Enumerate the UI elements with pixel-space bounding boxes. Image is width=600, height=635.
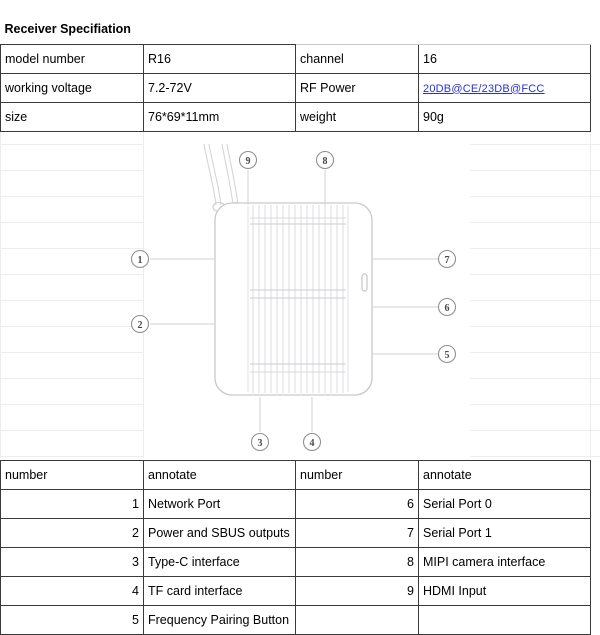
title-blank-cell-2 [418,14,591,45]
callout-5: 5 [437,344,457,364]
spec-value-channel: 16 [418,44,592,74]
table-row: 4 TF card interface 9 HDMI Input [0,576,591,606]
callout-group: 1 2 3 4 5 6 7 8 9 [130,150,457,452]
spec-label-size: size [0,102,144,132]
svg-text:1: 1 [138,255,143,266]
legend-annotate: Serial Port 1 [418,518,591,548]
legend-annotate: TF card interface [143,576,296,606]
callout-9: 9 [238,150,258,170]
spreadsheet-canvas: Receiver Specifiation model number R16 c… [0,14,600,635]
legend-number: 4 [0,576,144,606]
callout-2: 2 [130,314,150,334]
spec-label-rf-power: RF Power [295,73,420,103]
legend-annotate: MIPI camera interface [418,547,591,577]
spec-value-rf-power-cell: 20DB@CE/23DB@FCC [418,73,592,103]
legend-header-annotate-1: annotate [143,460,296,490]
svg-text:3: 3 [258,438,263,449]
callout-8: 8 [315,150,335,170]
svg-text:8: 8 [323,156,328,167]
pairing-button-slot [361,273,368,292]
spec-table-title: Receiver Specifiation [0,14,296,45]
callout-legend-table: number annotate number annotate 1 Networ… [0,460,591,635]
legend-header-annotate-2: annotate [418,460,591,490]
callout-1: 1 [130,249,150,269]
legend-annotate: HDMI Input [418,576,591,606]
svg-text:5: 5 [445,350,450,361]
spec-value-model-number: R16 [142,44,297,74]
legend-number: 8 [295,547,419,577]
legend-annotate: Serial Port 0 [418,489,591,519]
callout-4: 4 [302,432,322,452]
legend-annotate: Frequency Pairing Button [143,605,296,635]
svg-text:4: 4 [310,438,315,449]
legend-header-number-2: number [295,460,419,490]
legend-empty-cell-1 [295,605,419,635]
table-row: 3 Type-C interface 8 MIPI camera interfa… [0,547,591,577]
legend-number: 2 [0,518,144,548]
table-row: size 76*69*11mm weight 90g [0,102,592,132]
callout-6: 6 [437,297,457,317]
spec-value-working-voltage: 7.2-72V [142,73,297,103]
legend-number: 9 [295,576,419,606]
table-header-row: number annotate number annotate [0,460,591,490]
device-body [214,202,373,396]
spec-value-weight: 90g [418,102,592,132]
legend-annotate: Network Port [143,489,296,519]
table-row: 5 Frequency Pairing Button [0,605,591,635]
rf-power-link[interactable]: 20DB@CE/23DB@FCC [423,82,545,95]
legend-annotate: Type-C interface [143,547,296,577]
legend-annotate: Power and SBUS outputs [143,518,296,548]
callout-7: 7 [437,249,457,269]
table-row: working voltage 7.2-72V RF Power 20DB@CE… [0,73,592,103]
legend-empty-cell-2 [418,605,591,635]
legend-number: 5 [0,605,144,635]
legend-header-number-1: number [0,460,144,490]
svg-text:9: 9 [246,156,251,167]
legend-number: 1 [0,489,144,519]
svg-text:6: 6 [445,303,450,314]
table-row: 2 Power and SBUS outputs 7 Serial Port 1 [0,518,591,548]
spec-value-size: 76*69*11mm [142,102,297,132]
callout-3: 3 [250,432,270,452]
svg-text:7: 7 [445,255,450,266]
spec-label-working-voltage: working voltage [0,73,144,103]
spec-label-weight: weight [295,102,420,132]
title-blank-cell-1 [295,14,419,45]
receiver-specification-table: Receiver Specifiation model number R16 c… [0,14,592,132]
receiver-module-diagram: 1 2 3 4 5 6 7 8 9 [120,132,480,462]
table-row: model number R16 channel 16 [0,44,592,74]
table-row: 1 Network Port 6 Serial Port 0 [0,489,591,519]
svg-text:2: 2 [138,320,143,331]
table-title-row: Receiver Specifiation [0,14,591,45]
legend-number: 3 [0,547,144,577]
legend-number: 7 [295,518,419,548]
legend-number: 6 [295,489,419,519]
spec-label-channel: channel [295,44,420,74]
spec-label-model-number: model number [0,44,144,74]
